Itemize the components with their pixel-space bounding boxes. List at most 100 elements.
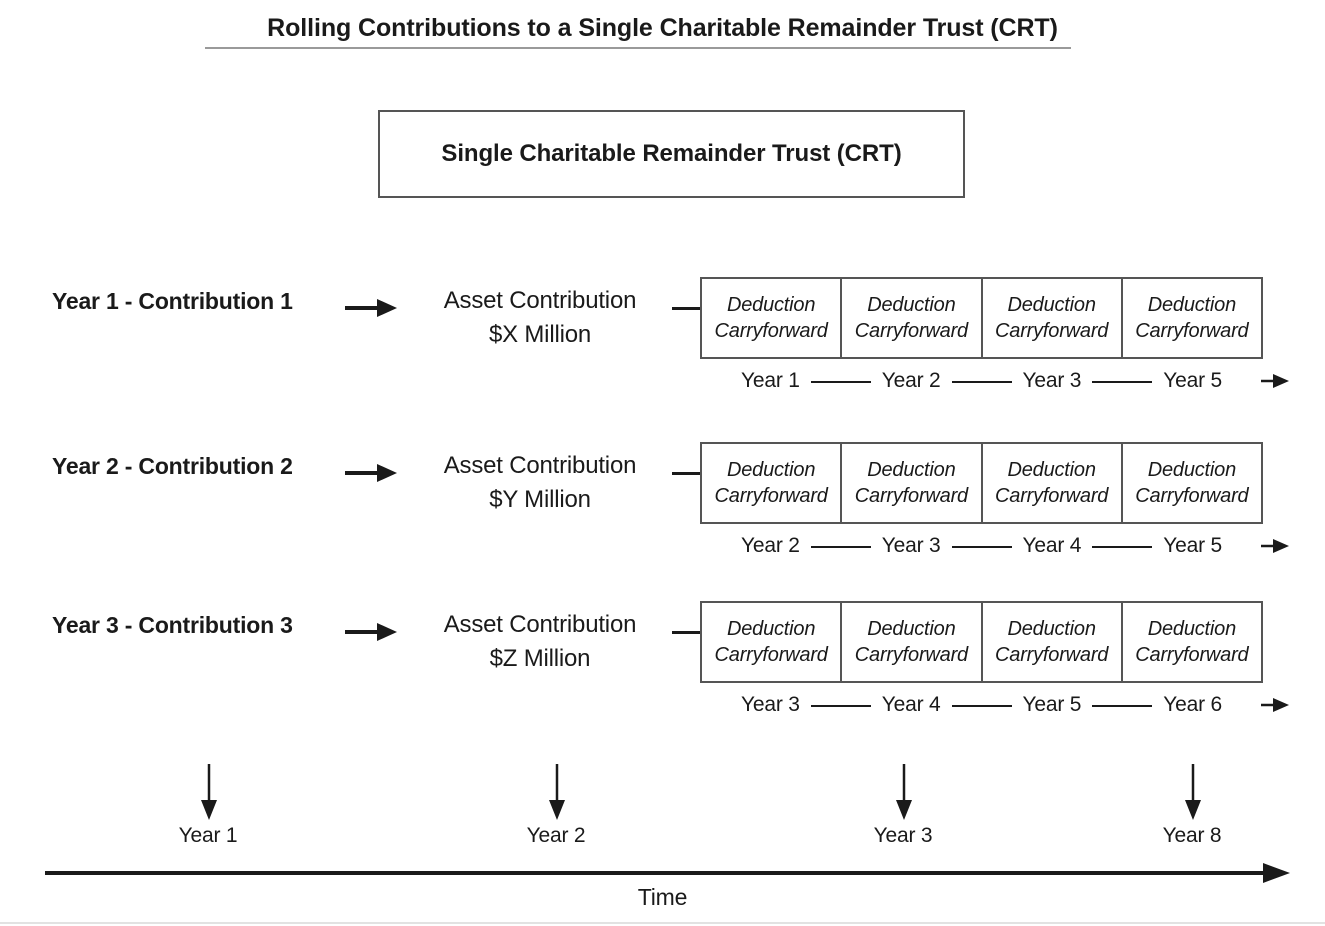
deduction-label-line1: Deduction	[726, 459, 816, 481]
deduction-label-line2: Carryforward	[714, 644, 828, 666]
deduction-carryforward-box: Deduction Carryforward	[702, 603, 843, 681]
deduction-carryforward-box: Deduction Carryforward	[1123, 603, 1261, 681]
contribution-row-1-label: Year 1 - Contribution 1	[52, 288, 293, 314]
single-crt-box-label: Single Charitable Remainder Trust (CRT)	[441, 140, 902, 167]
year-label: Year 3	[881, 534, 941, 557]
deduction-label-line2: Carryforward	[995, 644, 1109, 666]
year-segment-line	[951, 705, 1012, 707]
timeline-tick-label-4: Year 8	[1162, 824, 1222, 847]
deduction-label-line1: Deduction	[1147, 459, 1236, 481]
deduction-label-line1: Deduction	[1147, 618, 1236, 640]
timeline-tick-arrow-icon	[548, 764, 566, 825]
row-3-deduction-strip: Deduction Carryforward Deduction Carryfo…	[700, 601, 1263, 683]
bottom-rule	[0, 922, 1325, 924]
year-scale-arrow-icon	[1261, 537, 1289, 560]
deduction-label-line1: Deduction	[1007, 618, 1096, 640]
year-label: Year 3	[741, 693, 800, 716]
row-3-year-1: Year 4	[841, 690, 1012, 720]
deduction-carryforward-box: Deduction Carryforward	[702, 444, 843, 522]
row-1-year-scale: Year 1 Year 2 Year 3 Year 5	[700, 366, 1289, 396]
deduction-label-line2: Carryforward	[1135, 320, 1249, 342]
year-label: Year 5	[1163, 534, 1222, 557]
timeline-tick-label-3: Year 3	[873, 824, 933, 847]
row-3-year-0: Year 3	[700, 690, 871, 720]
row-1-deduction-strip: Deduction Carryforward Deduction Carryfo…	[700, 277, 1263, 359]
asset-contribution-1-line2: $X Million	[488, 321, 592, 348]
deduction-label-line1: Deduction	[867, 294, 956, 316]
year-segment-line	[1092, 546, 1153, 548]
row-1-year-0: Year 1	[700, 366, 871, 396]
page-title: Rolling Contributions to a Single Charit…	[267, 14, 1058, 42]
row-1-year-2: Year 3	[982, 366, 1153, 396]
deduction-label-line1: Deduction	[1147, 294, 1236, 316]
row-2-year-1: Year 3	[841, 531, 1012, 561]
year-segment-line	[951, 546, 1012, 548]
year-label: Year 4	[881, 693, 941, 716]
row-2-connector-line	[672, 472, 702, 475]
asset-contribution-2-line2: $Y Million	[489, 486, 591, 513]
deduction-carryforward-box: Deduction Carryforward	[983, 444, 1123, 522]
deduction-label-line2: Carryforward	[714, 485, 828, 507]
year-label: Year 5	[1163, 369, 1222, 392]
year-scale-arrow-icon	[1261, 696, 1289, 719]
row-2-year-3: Year 5	[1122, 531, 1263, 561]
row-2-year-scale: Year 2 Year 3 Year 4 Year 5	[700, 531, 1289, 561]
asset-contribution-2-line1: Asset Contribution	[443, 452, 637, 479]
year-segment-line	[810, 705, 871, 707]
deduction-label-line1: Deduction	[1007, 294, 1096, 316]
row-2-deduction-strip: Deduction Carryforward Deduction Carryfo…	[700, 442, 1263, 524]
contribution-row-1: Year 1 - Contribution 1 Asset Contributi…	[0, 277, 1325, 418]
deduction-label-line2: Carryforward	[854, 485, 968, 507]
year-segment-line	[1092, 705, 1153, 707]
deduction-carryforward-box: Deduction Carryforward	[983, 279, 1123, 357]
row-3-year-2: Year 5	[982, 690, 1153, 720]
asset-contribution-1: Asset Contribution $X Million	[400, 284, 680, 352]
deduction-carryforward-box: Deduction Carryforward	[842, 603, 983, 681]
single-crt-box: Single Charitable Remainder Trust (CRT)	[378, 110, 965, 198]
deduction-label-line2: Carryforward	[854, 644, 968, 666]
deduction-label-line2: Carryforward	[1135, 644, 1249, 666]
deduction-carryforward-box: Deduction Carryforward	[702, 279, 843, 357]
year-segment-line	[810, 381, 871, 383]
row-3-year-scale: Year 3 Year 4 Year 5 Year 6	[700, 690, 1289, 720]
deduction-carryforward-box: Deduction Carryforward	[983, 603, 1123, 681]
timeline-tick-arrow-icon	[200, 764, 218, 825]
year-label: Year 5	[1022, 693, 1082, 716]
contribution-row-3-label: Year 3 - Contribution 3	[52, 612, 293, 638]
deduction-label-line1: Deduction	[867, 618, 956, 640]
deduction-label-line1: Deduction	[1007, 459, 1096, 481]
timeline-tick-arrow-icon	[1184, 764, 1202, 825]
deduction-carryforward-box: Deduction Carryforward	[1123, 279, 1261, 357]
contribution-arrow-icon	[345, 461, 397, 490]
row-1-connector-line	[672, 307, 702, 310]
year-label: Year 2	[741, 534, 800, 557]
deduction-label-line2: Carryforward	[1135, 485, 1249, 507]
deduction-label-line2: Carryforward	[995, 320, 1109, 342]
year-label: Year 3	[1022, 369, 1082, 392]
year-label: Year 6	[1163, 693, 1222, 716]
asset-contribution-2: Asset Contribution $Y Million	[400, 449, 680, 517]
deduction-carryforward-box: Deduction Carryforward	[842, 444, 983, 522]
timeline-tick-arrow-icon	[895, 764, 913, 825]
deduction-carryforward-box: Deduction Carryforward	[1123, 444, 1261, 522]
time-axis-label: Time	[637, 884, 688, 910]
asset-contribution-3: Asset Contribution $Z Million	[400, 608, 680, 676]
year-label: Year 4	[1022, 534, 1082, 557]
title-underline	[205, 47, 1071, 49]
deduction-label-line1: Deduction	[867, 459, 956, 481]
deduction-label-line2: Carryforward	[995, 485, 1109, 507]
timeline-tick-label-2: Year 2	[526, 824, 586, 847]
year-segment-line	[1092, 381, 1153, 383]
contribution-arrow-icon	[345, 620, 397, 649]
asset-contribution-3-line2: $Z Million	[489, 645, 591, 672]
year-scale-arrow-icon	[1261, 372, 1289, 395]
time-axis-arrow-icon	[45, 862, 1290, 889]
deduction-label-line1: Deduction	[726, 618, 816, 640]
year-segment-line	[810, 546, 871, 548]
contribution-arrow-icon	[345, 296, 397, 325]
contribution-row-2-label: Year 2 - Contribution 2	[52, 453, 293, 479]
row-2-year-2: Year 4	[982, 531, 1153, 561]
asset-contribution-1-line1: Asset Contribution	[443, 287, 637, 314]
deduction-label-line1: Deduction	[726, 294, 816, 316]
